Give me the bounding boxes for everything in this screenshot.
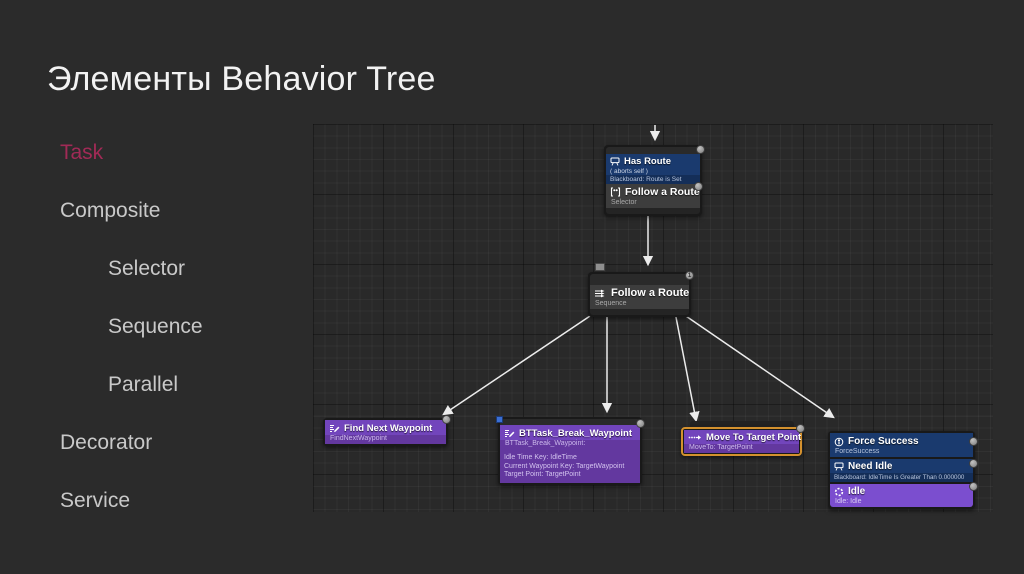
force-success-icon bbox=[834, 437, 844, 446]
sequence-icon bbox=[595, 289, 605, 297]
node-subtitle: Idle: Idle bbox=[835, 498, 862, 505]
move-to-icon bbox=[688, 435, 701, 440]
node-top-bar bbox=[590, 274, 689, 285]
abort-mode-label: ( aborts self ) bbox=[610, 168, 648, 175]
decorator-icon bbox=[834, 462, 844, 471]
decorator-title: Force Success bbox=[848, 436, 919, 447]
observer-badge bbox=[969, 459, 978, 468]
node-bottom-bar bbox=[606, 208, 700, 214]
task-param: Current Waypoint Key: TargetWaypoint bbox=[504, 462, 625, 470]
behavior-tree-canvas[interactable]: Has Route ( aborts self ) Blackboard: Ro… bbox=[313, 124, 993, 512]
outline-item-composite: Composite bbox=[60, 199, 161, 222]
decorator-has-route[interactable]: Has Route ( aborts self ) Blackboard: Ro… bbox=[606, 154, 700, 184]
node-title: Find Next Waypoint bbox=[344, 423, 433, 434]
outline-list: Task Composite Selector Sequence Paralle… bbox=[60, 140, 203, 546]
observer-badge bbox=[969, 482, 978, 491]
node-idle-cluster[interactable]: Force Success ForceSuccess Need Idle Bla… bbox=[828, 431, 978, 509]
task-icon bbox=[505, 430, 515, 437]
outline-item-selector: Selector bbox=[108, 257, 186, 280]
outline-item-task: Task bbox=[60, 141, 104, 164]
node-move-to-target-point[interactable]: Move To Target Point MoveTo: TargetPoint bbox=[681, 424, 805, 456]
node-follow-route-sequence[interactable]: Follow a Route Sequence 1 bbox=[588, 271, 694, 317]
node-top-bar bbox=[606, 147, 700, 154]
index-badge: 1 bbox=[685, 271, 694, 280]
task-idle[interactable]: Idle Idle: Idle bbox=[830, 484, 973, 507]
blackboard-condition: Blackboard: Route is Set bbox=[606, 175, 700, 184]
page-title: Элементы Behavior Tree bbox=[47, 60, 436, 98]
blackboard-condition: Blackboard: IdleTime Is Greater Than 0.0… bbox=[830, 473, 973, 482]
node-title: Follow a Route bbox=[611, 287, 690, 299]
observer-badge bbox=[969, 437, 978, 446]
composite-title: Follow a Route bbox=[625, 186, 700, 198]
outline-item-parallel: Parallel bbox=[108, 373, 179, 396]
outline-item-sequence: Sequence bbox=[108, 315, 203, 338]
decorator-title: Has Route bbox=[624, 156, 671, 167]
node-flag-icon bbox=[595, 263, 605, 271]
node-subtitle: BTTask_Break_Waypoint: bbox=[505, 440, 586, 447]
node-bttask-break-waypoint[interactable]: BTTask_Break_Waypoint BTTask_Break_Waypo… bbox=[498, 417, 645, 485]
node-subtitle: MoveTo: TargetPoint bbox=[689, 444, 753, 451]
decorator-force-success[interactable]: Force Success ForceSuccess bbox=[830, 433, 973, 457]
node-subtitle: FindNextWaypoint bbox=[330, 435, 387, 442]
decorator-title: Need Idle bbox=[848, 461, 893, 472]
node-title: BTTask_Break_Waypoint bbox=[519, 428, 632, 439]
selector-icon bbox=[610, 187, 621, 197]
decorator-subtitle: ForceSuccess bbox=[835, 448, 880, 455]
composite-type-label: Selector bbox=[611, 199, 637, 206]
breakpoint-badge bbox=[496, 416, 503, 423]
task-icon bbox=[330, 425, 340, 432]
node-type-label: Sequence bbox=[595, 300, 627, 307]
idle-icon bbox=[834, 487, 844, 496]
node-bottom-bar bbox=[590, 309, 689, 315]
node-title: Move To Target Point bbox=[706, 432, 802, 443]
node-root-selector[interactable]: Has Route ( aborts self ) Blackboard: Ro… bbox=[604, 145, 705, 216]
observer-badge bbox=[694, 182, 703, 191]
index-badge bbox=[696, 145, 705, 154]
node-title: Idle bbox=[848, 486, 866, 497]
decorator-need-idle[interactable]: Need Idle Blackboard: IdleTime Is Greate… bbox=[830, 459, 973, 482]
index-badge bbox=[442, 415, 451, 424]
node-top-bar bbox=[500, 419, 640, 425]
index-badge bbox=[796, 424, 805, 433]
node-back-bar bbox=[690, 421, 794, 431]
node-find-next-waypoint[interactable]: Find Next Waypoint FindNextWaypoint bbox=[323, 415, 451, 446]
decorator-icon bbox=[610, 157, 620, 166]
task-param: Idle Time Key: IdleTime bbox=[504, 454, 577, 461]
outline-item-decorator: Decorator bbox=[60, 431, 153, 454]
outline-item-service: Service bbox=[60, 489, 131, 512]
index-badge bbox=[636, 419, 645, 428]
task-param: Target Point: TargetPoint bbox=[504, 471, 581, 478]
